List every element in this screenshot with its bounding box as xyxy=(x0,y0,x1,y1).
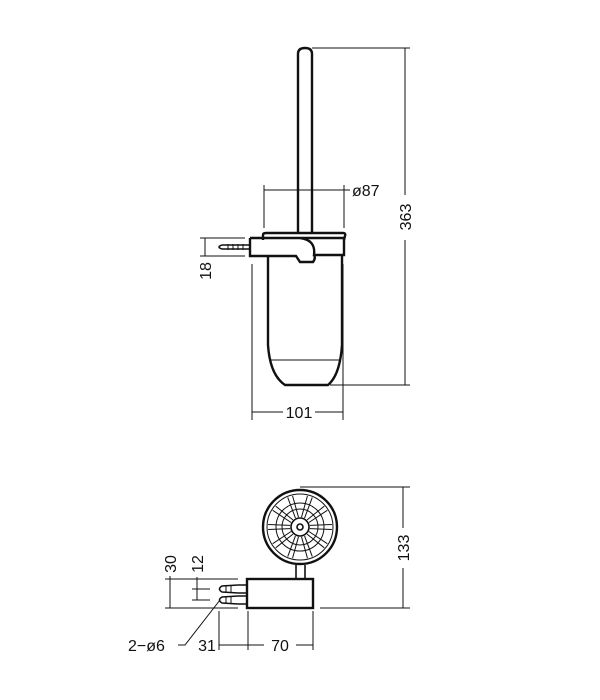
wall-bracket xyxy=(248,236,346,264)
stem xyxy=(295,565,306,579)
dim-bracket-height: 18 xyxy=(198,237,245,280)
dim-height-label: 363 xyxy=(398,204,415,231)
dim-height: 363 xyxy=(312,47,415,386)
dim-width-label: 101 xyxy=(286,405,313,422)
dim-bracket-height-label: 18 xyxy=(198,262,215,280)
bristle-spoke xyxy=(301,536,308,559)
bristle-spoke xyxy=(304,497,313,519)
bristle-spoke xyxy=(272,531,292,545)
dim-base-height-label: 30 xyxy=(163,555,180,573)
dim-screw-offset-label: 31 xyxy=(198,638,216,655)
top-view: 133 30 12 2−ø6 31 70 xyxy=(128,486,413,655)
dim-screw-spacing: 12 xyxy=(190,555,210,601)
bristle-spoke xyxy=(292,495,299,518)
bristle-spoke xyxy=(308,531,328,545)
bristle-spoke xyxy=(287,497,296,519)
dim-base-height: 30 xyxy=(163,555,238,609)
wall-screws-icon xyxy=(218,584,247,605)
brush-handle xyxy=(296,46,314,232)
screw-callout: 2−ø6 xyxy=(128,599,221,655)
side-view: ø87 363 18 101 xyxy=(198,46,415,422)
dim-width: 101 xyxy=(251,264,344,422)
bristle-spoke xyxy=(309,528,332,531)
dim-diameter-label: ø87 xyxy=(352,183,380,200)
dim-base-width: 31 70 xyxy=(198,611,314,655)
holder-lid xyxy=(261,231,347,241)
bristle-spoke xyxy=(306,505,325,521)
brush-cup xyxy=(266,256,344,387)
wall-base xyxy=(245,577,315,610)
dim-base-width-label: 70 xyxy=(271,638,289,655)
bristle-spoke xyxy=(309,523,332,526)
bristle-spoke xyxy=(308,509,328,523)
dim-depth-label: 133 xyxy=(396,535,413,562)
bristle-spoke xyxy=(287,535,296,557)
bristle-spoke xyxy=(272,509,292,523)
bristle-spoke xyxy=(292,536,299,559)
screw-callout-label: 2−ø6 xyxy=(128,638,165,655)
wall-screw-icon xyxy=(218,244,250,250)
bristle-spoke xyxy=(275,505,294,521)
brush-head-icon xyxy=(261,488,339,566)
bristle-spoke xyxy=(275,533,294,549)
dim-depth: 133 xyxy=(300,486,413,609)
bristle-spoke xyxy=(268,523,291,526)
dim-diameter: ø87 xyxy=(263,183,380,228)
bristle-spoke xyxy=(306,533,325,549)
bristle-spoke xyxy=(301,495,308,518)
bristle-spoke xyxy=(304,535,313,557)
bristle-spoke xyxy=(268,528,291,531)
dim-screw-spacing-label: 12 xyxy=(190,555,207,573)
